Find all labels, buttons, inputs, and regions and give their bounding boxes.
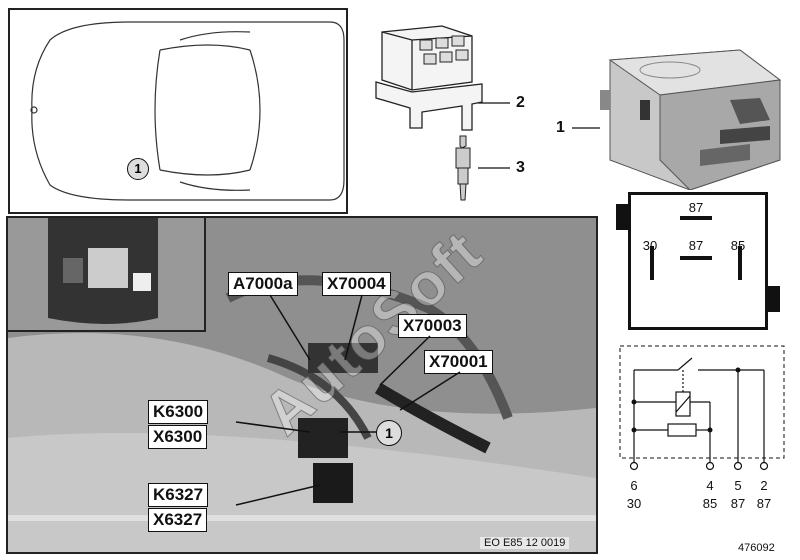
pinout-tab-left xyxy=(616,204,628,230)
label-k6300: K6300 xyxy=(148,400,209,424)
pin-left-bar xyxy=(650,246,654,280)
schematic-pin-5-num: 5 xyxy=(734,478,742,493)
relay-pinout: 87 87 30 85 xyxy=(610,192,786,334)
schematic-pin-2-num: 2 xyxy=(760,478,768,493)
relay-holder-drawing xyxy=(375,25,483,131)
photo-callout: 1 xyxy=(376,420,402,446)
label-x70003: X70003 xyxy=(398,314,467,338)
label-x70001: X70001 xyxy=(424,350,493,374)
schematic-pin-6-num: 6 xyxy=(630,478,638,493)
car-callout: 1 xyxy=(127,158,149,180)
relay-number: 1 xyxy=(556,119,565,136)
inset-photo xyxy=(8,218,206,332)
pin-label-top: 87 xyxy=(688,200,704,215)
pin-center-bar xyxy=(680,256,712,260)
pin-right-bar xyxy=(738,246,742,280)
holder-number: 2 xyxy=(516,94,525,111)
terminal-number: 3 xyxy=(516,159,525,176)
schematic-pin-6-term: 30 xyxy=(626,496,642,511)
photo-code: EO E85 12 0019 xyxy=(480,537,570,549)
terminal-drawing xyxy=(455,135,471,201)
car-outline-drawing xyxy=(30,21,345,201)
figure-id: 476092 xyxy=(738,542,775,554)
car-callout-number: 1 xyxy=(134,161,142,176)
schematic-pin-4-num: 4 xyxy=(706,478,714,493)
pin-label-center: 87 xyxy=(688,238,704,253)
relay-drawing xyxy=(600,49,782,190)
pin-label-left: 30 xyxy=(642,238,658,253)
label-a7000a: A7000a xyxy=(228,272,298,296)
label-x6300: X6300 xyxy=(148,425,208,449)
label-x70004: X70004 xyxy=(322,272,391,296)
label-k6327: K6327 xyxy=(148,483,209,507)
schematic-pin-2-term: 87 xyxy=(756,496,772,511)
pinout-frame xyxy=(628,192,768,330)
car-outline-panel: 1 xyxy=(8,8,348,214)
photo-callout-number: 1 xyxy=(385,425,393,441)
pin-label-right: 85 xyxy=(730,238,746,253)
relay-schematic xyxy=(619,345,785,471)
label-x6327: X6327 xyxy=(148,508,208,532)
schematic-pin-5-term: 87 xyxy=(730,496,746,511)
pinout-tab-right xyxy=(768,286,780,312)
pin-top-bar xyxy=(680,216,712,220)
schematic-pin-4-term: 85 xyxy=(702,496,718,511)
inset-photo-detail xyxy=(8,218,204,330)
engine-bay-photo: AutoSoft xyxy=(6,216,598,554)
